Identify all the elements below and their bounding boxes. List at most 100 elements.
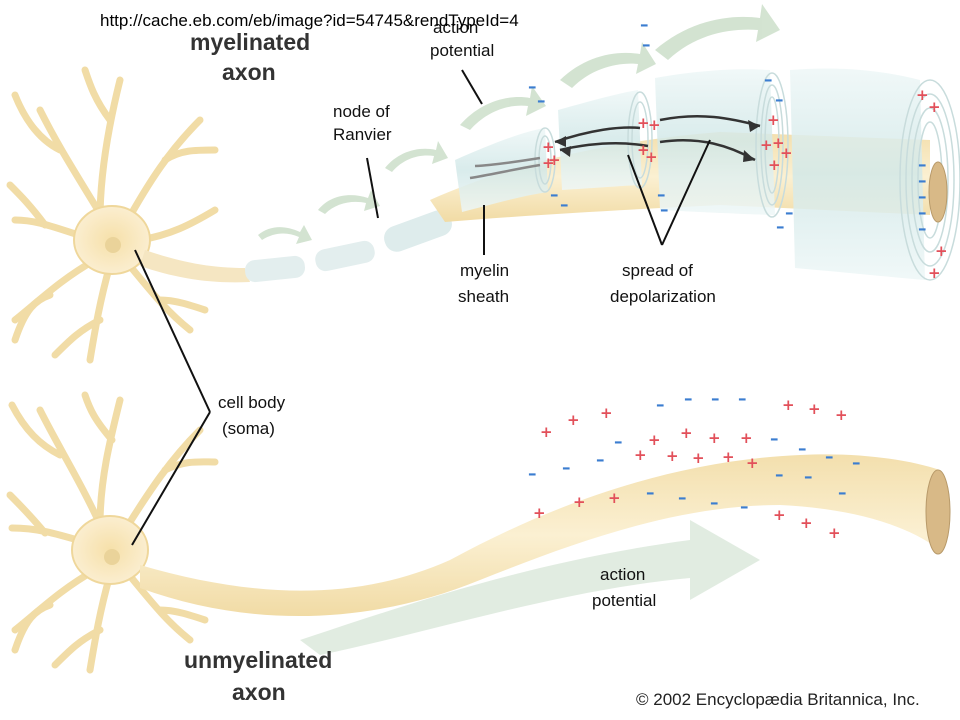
label-myelinated-line1: myelinated [190,29,310,55]
label-unmyelinated-line1: unmyelinated [184,647,332,673]
svg-text:–: – [657,185,666,205]
svg-text:–: – [646,483,655,503]
svg-text:–: – [596,450,605,470]
svg-text:+: + [760,136,773,154]
axon-segments-left [140,210,452,283]
svg-text:–: – [764,70,773,90]
copyright-text: © 2002 Encyclopædia Britannica, Inc. [636,690,920,709]
svg-text:–: – [798,439,807,459]
myelin-sheaths [455,68,960,281]
svg-text:+: + [680,424,693,442]
charges-top: – – – – – – – – – – – – – – – – – + + + … [528,15,948,282]
svg-text:+: + [634,446,647,464]
svg-text:+: + [773,506,786,524]
svg-text:+: + [782,396,795,414]
svg-text:+: + [645,148,658,166]
label-myelin-sheath-line1: myelin [460,261,509,280]
svg-text:–: – [537,91,546,111]
svg-text:–: – [528,77,537,97]
svg-text:+: + [608,489,621,507]
svg-text:+: + [767,111,780,129]
svg-text:–: – [852,453,861,473]
svg-text:+: + [740,429,753,447]
label-myelin-sheath-line2: sheath [458,287,509,306]
svg-text:–: – [711,389,720,409]
label-node-ranvier-line2: Ranvier [333,125,392,144]
svg-text:–: – [918,219,927,239]
svg-text:+: + [722,448,735,466]
label-action-potential-top-line2: potential [430,41,494,60]
svg-text:–: – [660,200,669,220]
saltatory-arrows [258,4,780,244]
svg-text:+: + [548,151,561,169]
svg-text:+: + [835,406,848,424]
svg-text:+: + [746,454,759,472]
svg-text:+: + [928,98,941,116]
dendrites-bottom [6,391,219,674]
svg-text:+: + [708,429,721,447]
svg-text:+: + [567,411,580,429]
image-url-text: http://cache.eb.com/eb/image?id=54745&re… [100,11,519,30]
svg-text:–: – [550,185,559,205]
label-action-potential-bottom-line1: action [600,565,645,584]
svg-text:–: – [775,90,784,110]
svg-text:+: + [637,141,650,159]
svg-text:+: + [533,504,546,522]
svg-text:+: + [540,423,553,441]
svg-text:–: – [656,395,665,415]
svg-text:+: + [648,116,661,134]
svg-text:+: + [808,400,821,418]
svg-text:–: – [918,155,927,175]
svg-text:–: – [738,389,747,409]
svg-text:–: – [770,429,779,449]
svg-text:+: + [800,514,813,532]
nucleus-top [105,237,121,253]
svg-text:–: – [562,458,571,478]
svg-text:–: – [710,493,719,513]
svg-text:–: – [785,203,794,223]
svg-text:–: – [838,483,847,503]
svg-text:–: – [740,497,749,517]
svg-text:–: – [918,203,927,223]
svg-text:+: + [928,264,941,282]
svg-text:–: – [678,488,687,508]
svg-text:–: – [560,195,569,215]
label-cell-body-line2: (soma) [222,419,275,438]
svg-text:+: + [768,156,781,174]
svg-text:+: + [780,144,793,162]
svg-text:+: + [692,449,705,467]
label-action-potential-bottom-line2: potential [592,591,656,610]
axon-core-bottom [140,454,940,617]
svg-text:+: + [637,114,650,132]
action-potential-arrow-bottom [300,520,760,655]
svg-text:–: – [918,171,927,191]
svg-text:+: + [573,493,586,511]
svg-text:–: – [825,447,834,467]
charges-bottom: + + + – – – – + + + – + + + + – – – – – … [528,389,861,542]
svg-text:–: – [684,389,693,409]
svg-text:–: – [642,35,651,55]
svg-text:+: + [772,134,785,152]
svg-text:+: + [542,138,555,156]
svg-text:–: – [918,187,927,207]
label-spread-line1: spread of [622,261,693,280]
label-myelinated-line2: axon [222,59,276,85]
svg-text:–: – [775,465,784,485]
svg-text:–: – [640,15,649,35]
label-action-potential-top-line1: action [433,18,478,37]
unmyelinated-neuron: + + + – – – – + + + – + + + + – – – – – … [6,389,951,674]
svg-text:–: – [804,467,813,487]
cell-body-leader-lines [131,249,211,546]
labels: myelinated axon node of Ranvier action p… [184,18,920,709]
svg-text:+: + [666,447,679,465]
svg-text:+: + [648,431,661,449]
svg-text:+: + [916,86,929,104]
svg-text:+: + [600,404,613,422]
leader-lines-top [366,69,711,255]
label-cell-body-line1: cell body [218,393,286,412]
svg-text:+: + [828,524,841,542]
svg-text:–: – [776,217,785,237]
svg-text:+: + [542,154,555,172]
